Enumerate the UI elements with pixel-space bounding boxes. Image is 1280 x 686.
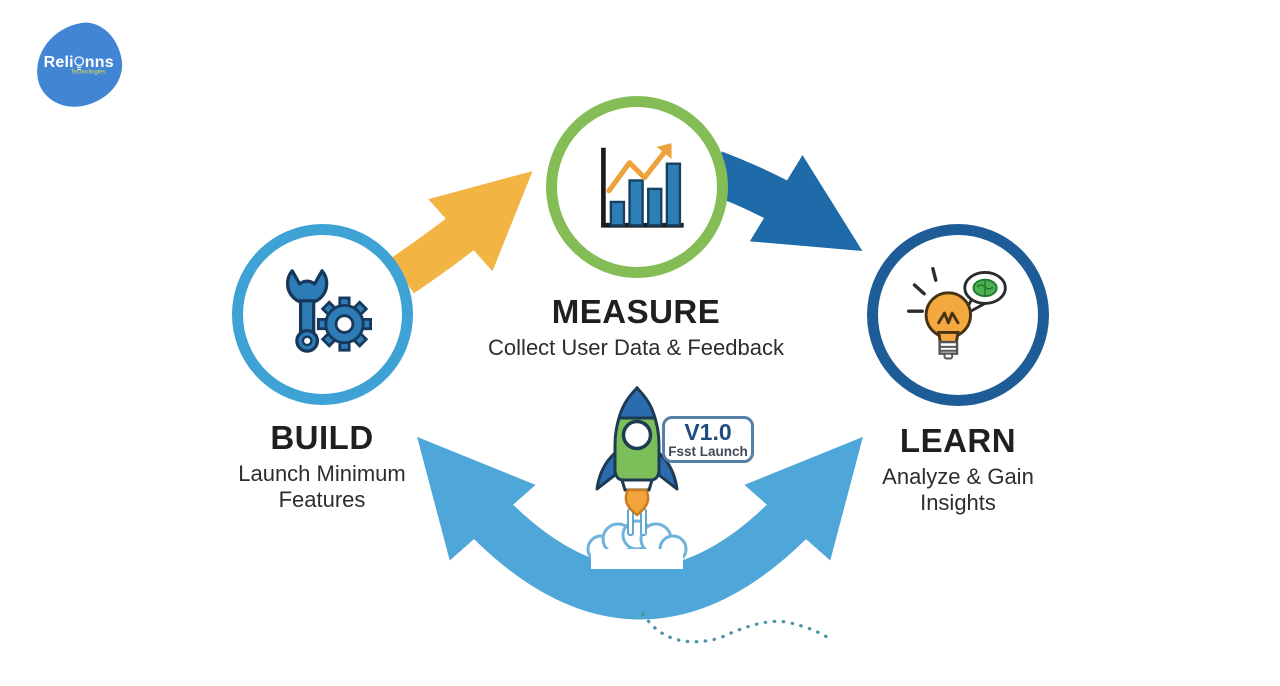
measure-subtitle: Collect User Data & Feedback xyxy=(488,335,784,360)
relinns-logo: Reli nns Technologies xyxy=(29,17,129,113)
dotted-wave-decoration xyxy=(641,612,835,644)
measure-title: MEASURE xyxy=(551,293,721,330)
learn-label-block: LEARN Analyze & Gain Insights xyxy=(828,423,1088,516)
build-to-measure-arrow xyxy=(390,171,533,294)
learn-title: LEARN xyxy=(899,422,1017,459)
bar-chart-growth-icon xyxy=(601,143,684,228)
version-label: Fsst Launch xyxy=(668,444,748,459)
version-number: V1.0 xyxy=(684,419,732,445)
learn-to-build-loop-arrow xyxy=(417,436,863,620)
lightbulb-brain-icon xyxy=(907,266,1007,360)
logo-tagline: Technologies xyxy=(70,69,106,76)
measure-label-block: MEASURE Collect User Data & Feedback xyxy=(446,294,826,361)
learn-subtitle: Analyze & Gain Insights xyxy=(882,464,1034,515)
rocket-launch-icon xyxy=(567,377,707,572)
build-subtitle: Launch Minimum Features xyxy=(238,461,406,512)
build-label-block: BUILD Launch Minimum Features xyxy=(192,420,452,513)
logo-wordmark: Reli nns xyxy=(43,54,113,72)
measure-circle xyxy=(546,96,728,278)
logo-text-left: Reli xyxy=(43,53,74,71)
learn-circle xyxy=(867,224,1049,406)
build-title: BUILD xyxy=(270,419,374,456)
version-badge: V1.0 Fsst Launch xyxy=(662,416,754,463)
build-circle xyxy=(232,224,413,405)
wrench-gear-icon xyxy=(285,268,372,353)
lightbulb-icon xyxy=(74,55,84,69)
